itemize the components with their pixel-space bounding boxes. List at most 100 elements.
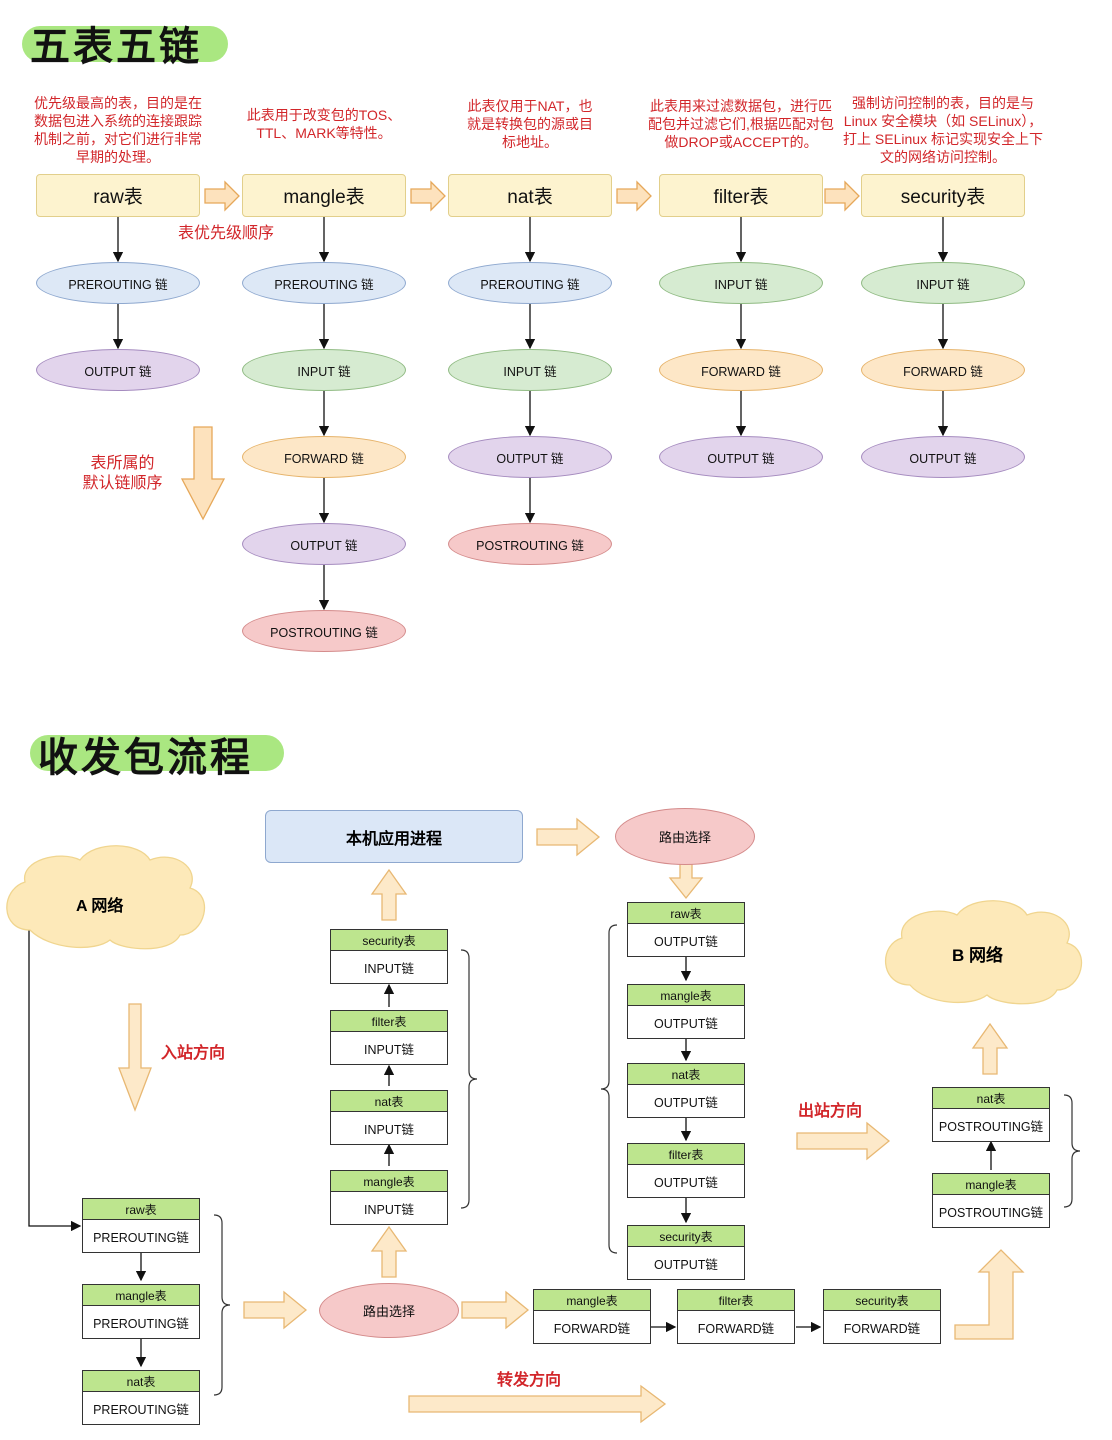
box-table-name: nat表 xyxy=(933,1088,1049,1109)
box-chain-name: POSTROUTING链 xyxy=(938,1205,1044,1220)
box-table-name: security表 xyxy=(824,1290,940,1311)
input-box: nat表 INPUT链 xyxy=(330,1090,448,1145)
forward-to-post-arrow xyxy=(954,1249,1025,1340)
section1-title: 五表五链 xyxy=(30,24,202,70)
chain-order-label-line1: 表所属的 xyxy=(90,455,155,472)
table-note-line: 此表用于改变包的TOS、 xyxy=(246,107,402,123)
table-note-line: Linux 安全模块（如 SELinux）， xyxy=(843,113,1043,129)
to-network-b-arrow xyxy=(971,1022,1009,1075)
box-chain-name: OUTPUT链 xyxy=(654,1095,718,1110)
forward-direction-arrow xyxy=(408,1384,667,1424)
box-table-name: filter表 xyxy=(331,1011,447,1032)
table-note-line: 此表用来过滤数据包，进行匹 xyxy=(650,98,832,114)
chain-ellipse: OUTPUT 链 xyxy=(861,436,1025,478)
route-choice-mid: 路由选择 xyxy=(319,1283,459,1338)
prerouting-box: raw表 PREROUTING链 xyxy=(82,1198,200,1253)
route-down-arrow xyxy=(668,863,704,900)
table-note-3: 此表用来过滤数据包，进行匹配包并过滤它们,根据匹配对包做DROP或ACCEPT的… xyxy=(631,97,851,151)
box-chain-name: PREROUTING链 xyxy=(93,1316,189,1331)
priority-arrow-4 xyxy=(824,180,860,212)
table-note-line: 文的网络访问控制。 xyxy=(880,149,1006,165)
table-box-3: filter表 xyxy=(659,174,823,217)
forward-box: security表 FORWARD链 xyxy=(823,1289,941,1344)
box-table-name: raw表 xyxy=(83,1199,199,1220)
table-note-line: 此表仅用于NAT，也 xyxy=(467,98,593,114)
chain-ellipse: PREROUTING 链 xyxy=(36,262,200,304)
table-box-0: raw表 xyxy=(36,174,200,217)
chain-ellipse: OUTPUT 链 xyxy=(659,436,823,478)
box-table-name: security表 xyxy=(628,1226,744,1247)
chain-ellipse: INPUT 链 xyxy=(861,262,1025,304)
local-app-process: 本机应用进程 xyxy=(265,810,523,863)
box-chain-name: INPUT链 xyxy=(363,961,414,976)
chain-ellipse: FORWARD 链 xyxy=(861,349,1025,391)
table-note-line: 做DROP或ACCEPT的。 xyxy=(664,134,818,150)
box-table-name: security表 xyxy=(331,930,447,951)
output-brace xyxy=(600,924,618,1254)
chain-order-arrow xyxy=(180,426,226,521)
input-brace xyxy=(460,949,478,1209)
box-chain-name: INPUT链 xyxy=(363,1122,414,1137)
postrouting-box: nat表 POSTROUTING链 xyxy=(932,1087,1050,1142)
chain-order-label: 表所属的 默认链顺序 xyxy=(75,454,170,494)
chain-ellipse: POSTROUTING 链 xyxy=(448,523,612,565)
table-note-line: 机制之前，对它们进行非常 xyxy=(34,131,202,147)
priority-arrow-2 xyxy=(410,180,446,212)
chain-ellipse: INPUT 链 xyxy=(659,262,823,304)
table-box-1: mangle表 xyxy=(242,174,406,217)
table-note-line: 早期的处理。 xyxy=(76,149,160,165)
input-box: filter表 INPUT链 xyxy=(330,1010,448,1065)
box-chain-name: POSTROUTING链 xyxy=(938,1119,1044,1134)
box-table-name: filter表 xyxy=(628,1144,744,1165)
table-note-2: 此表仅用于NAT，也就是转换包的源或目标地址。 xyxy=(450,97,610,151)
box-chain-name: INPUT链 xyxy=(363,1042,414,1057)
chain-ellipse: FORWARD 链 xyxy=(242,436,406,478)
a-network-cloud xyxy=(6,845,206,950)
input-box: security表 INPUT链 xyxy=(330,929,448,984)
inbound-label: 入站方向 xyxy=(161,1045,226,1062)
box-table-name: nat表 xyxy=(331,1091,447,1112)
output-box: nat表 OUTPUT链 xyxy=(627,1063,745,1118)
a-network-label: A 网络 xyxy=(76,898,124,915)
prerouting-brace xyxy=(213,1214,231,1396)
chain-ellipse: INPUT 链 xyxy=(242,349,406,391)
box-table-name: mangle表 xyxy=(534,1290,650,1311)
pre-to-route-arrow xyxy=(243,1290,308,1330)
output-box: filter表 OUTPUT链 xyxy=(627,1143,745,1198)
forward-label: 转发方向 xyxy=(497,1372,562,1389)
a-network-line xyxy=(28,930,82,1232)
box-chain-name: OUTPUT链 xyxy=(654,1175,718,1190)
box-table-name: raw表 xyxy=(628,903,744,924)
route-choice-top: 路由选择 xyxy=(615,808,755,865)
outbound-label: 出站方向 xyxy=(798,1103,863,1120)
table-note-line: 优先级最高的表，目的是在 xyxy=(34,95,202,111)
table-note-line: 数据包进入系统的连接跟踪 xyxy=(34,113,202,129)
output-box: security表 OUTPUT链 xyxy=(627,1225,745,1280)
priority-order-label: 表优先级顺序 xyxy=(178,225,275,242)
chain-ellipse: POSTROUTING 链 xyxy=(242,610,406,652)
table-note-line: TTL、MARK等特性。 xyxy=(256,125,392,141)
table-note-line: 就是转换包的源或目 xyxy=(467,116,593,132)
table-note-4: 强制访问控制的表，目的是与 Linux 安全模块（如 SELinux）， 打上 SE… xyxy=(828,94,1058,166)
box-chain-name: PREROUTING链 xyxy=(93,1230,189,1245)
box-table-name: mangle表 xyxy=(628,985,744,1006)
box-chain-name: OUTPUT链 xyxy=(654,1257,718,1272)
box-table-name: mangle表 xyxy=(331,1171,447,1192)
box-table-name: mangle表 xyxy=(83,1285,199,1306)
box-table-name: nat表 xyxy=(628,1064,744,1085)
table-note-line: 标地址。 xyxy=(502,134,558,150)
box-chain-name: FORWARD链 xyxy=(843,1321,921,1336)
postrouting-brace xyxy=(1063,1094,1081,1208)
table-note-line: 打上 SELinux 标记实现安全上下 xyxy=(843,131,1043,147)
table-box-4: security表 xyxy=(861,174,1025,217)
chain-ellipse: OUTPUT 链 xyxy=(242,523,406,565)
chain-ellipse: OUTPUT 链 xyxy=(36,349,200,391)
table-note-line: 强制访问控制的表，目的是与 xyxy=(852,95,1034,111)
app-to-route-arrow xyxy=(536,817,601,857)
table-box-2: nat表 xyxy=(448,174,612,217)
